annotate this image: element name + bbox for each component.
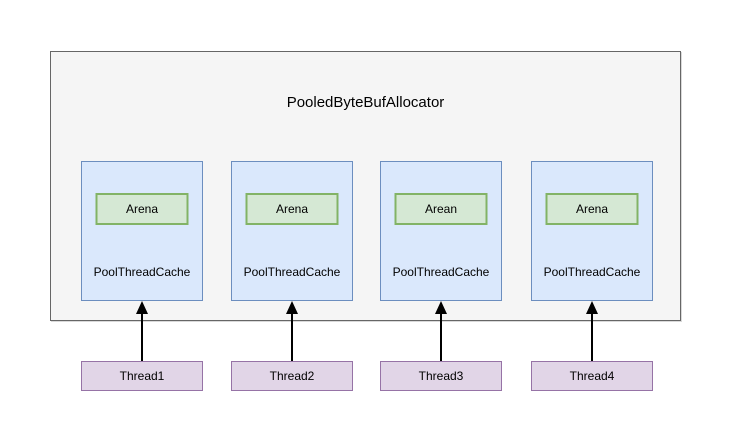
arrow-line	[440, 314, 442, 361]
pool-thread-cache-label-2: PoolThreadCache	[243, 265, 341, 279]
arena-label-3: Arean	[424, 202, 458, 216]
arena-box-1: Arena	[95, 193, 189, 225]
thread-box-1: Thread1	[81, 361, 203, 391]
thread-label-4: Thread4	[569, 369, 615, 383]
arena-label-2: Arena	[275, 202, 309, 216]
arena-box-3: Arean	[394, 193, 488, 225]
arrow-line	[591, 314, 593, 361]
arrow-head-icon	[435, 301, 447, 314]
pool-thread-cache-label-4: PoolThreadCache	[543, 265, 641, 279]
arrow-thread2-to-cache2	[286, 301, 298, 361]
thread-box-4: Thread4	[531, 361, 653, 391]
thread-box-2: Thread2	[231, 361, 353, 391]
arrow-line	[141, 314, 143, 361]
pool-thread-cache-box-3: Arean PoolThreadCache	[380, 161, 502, 301]
arena-label-4: Arena	[575, 202, 609, 216]
thread-box-3: Thread3	[380, 361, 502, 391]
arrow-line	[291, 314, 293, 361]
arena-box-4: Arena	[545, 193, 639, 225]
thread-label-1: Thread1	[119, 369, 165, 383]
pool-thread-cache-label-3: PoolThreadCache	[392, 265, 490, 279]
pool-thread-cache-box-4: Arena PoolThreadCache	[531, 161, 653, 301]
thread-label-2: Thread2	[269, 369, 315, 383]
arrow-head-icon	[586, 301, 598, 314]
pool-thread-cache-label-1: PoolThreadCache	[93, 265, 191, 279]
pool-thread-cache-box-1: Arena PoolThreadCache	[81, 161, 203, 301]
thread-label-3: Thread3	[418, 369, 464, 383]
arena-box-2: Arena	[245, 193, 339, 225]
arrow-thread4-to-cache4	[586, 301, 598, 361]
pool-thread-cache-box-2: Arena PoolThreadCache	[231, 161, 353, 301]
arrow-head-icon	[286, 301, 298, 314]
arrow-head-icon	[136, 301, 148, 314]
arena-label-1: Arena	[125, 202, 159, 216]
arrow-thread1-to-cache1	[136, 301, 148, 361]
allocator-title: PooledByteBufAllocator	[286, 94, 445, 111]
arrow-thread3-to-cache3	[435, 301, 447, 361]
